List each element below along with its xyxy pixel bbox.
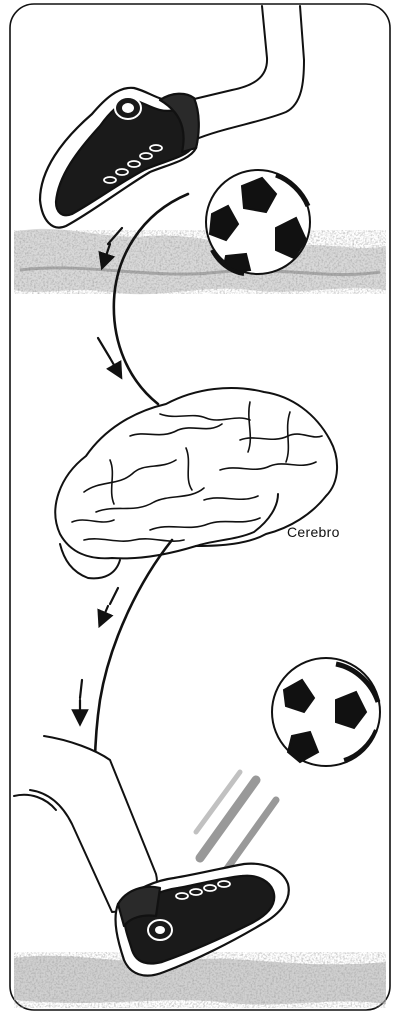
motion-streaks bbox=[196, 772, 276, 870]
bottom-soccer-ball bbox=[272, 658, 380, 766]
bottom-leg bbox=[14, 736, 157, 912]
brain-label: Cerebro bbox=[287, 524, 340, 540]
brain-illustration bbox=[55, 388, 337, 578]
ground-texture-top bbox=[14, 229, 386, 294]
ground-texture-bottom bbox=[14, 952, 386, 1008]
afferent-nerve-arc bbox=[98, 194, 188, 404]
top-shoe bbox=[40, 88, 199, 228]
top-soccer-ball bbox=[206, 170, 310, 274]
top-leg bbox=[190, 6, 304, 140]
